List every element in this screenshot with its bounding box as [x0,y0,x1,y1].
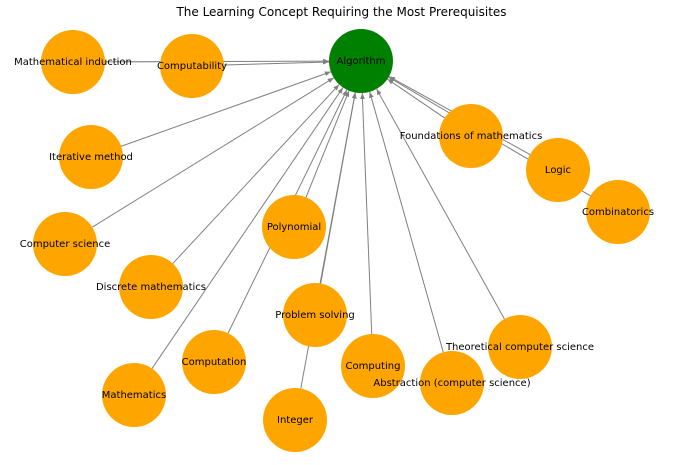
node-computing [341,334,405,398]
node-label-algorithm: Algorithm [337,56,386,67]
node-polynomial [262,195,326,259]
node-circle-theoretical-computer-science [488,315,552,379]
node-iterative-method [59,125,123,189]
edge-iterative-method-to-algorithm [120,71,332,147]
node-layer: Mathematical induction ComputabilityItera… [14,29,654,452]
node-mathematical-induction [41,30,105,94]
edge-computer-science-to-algorithm [91,77,335,228]
node-label-abstraction: Abstraction (computer science) [373,378,530,389]
node-circle-computing [341,334,405,398]
node-circle-abstraction [420,351,484,415]
node-discrete-mathematics [119,255,183,319]
node-label-computing: Computing [346,361,401,372]
node-label-iterative-method: Iterative method [49,152,133,163]
node-circle-algorithm [329,29,393,93]
node-label-logic: Logic [545,165,571,176]
node-circle-foundations-of-mathematics [439,104,503,168]
node-label-computability: Computability [157,61,227,72]
node-computation [182,330,246,394]
node-label-foundations-of-mathematics: Foundations of mathematics [400,131,543,142]
node-label-polynomial: Polynomial [267,222,321,233]
node-circle-mathematics [102,363,166,427]
node-circle-logic [526,138,590,202]
node-foundations-of-mathematics [439,104,503,168]
node-label-mathematics: Mathematics [102,390,166,401]
edge-polynomial-to-algorithm [305,90,350,198]
node-label-integer: Integer [277,415,314,426]
node-label-computation: Computation [182,357,247,368]
node-problem-solving [283,283,347,347]
node-circle-polynomial [262,195,326,259]
edge-computability-to-algorithm [223,59,330,66]
node-circle-mathematical-induction [41,30,105,94]
node-label-discrete-mathematics: Discrete mathematics [96,282,206,293]
edge-discrete-mathematics-to-algorithm [172,84,340,264]
node-integer [263,388,327,452]
node-circle-discrete-mathematics [119,255,183,319]
diagram-title: The Learning Concept Requiring the Most … [176,5,507,19]
node-computer-science [33,212,97,276]
node-label-computer-science: Computer science [20,239,111,250]
edge-computing-to-algorithm [360,92,373,335]
node-label-problem-solving: Problem solving [275,310,355,321]
node-computability [160,34,224,98]
node-circle-combinatorics [586,180,650,244]
edge-foundations-of-mathematics-to-algorithm [387,78,445,119]
node-circle-problem-solving [283,283,347,347]
node-circle-computer-science [33,212,97,276]
node-label-mathematical-induction: Mathematical induction [14,57,132,68]
node-mathematics [102,363,166,427]
edge-layer [91,58,591,389]
node-theoretical-computer-science [488,315,552,379]
node-label-combinatorics: Combinatorics [582,207,654,218]
node-circle-computability [160,34,224,98]
node-label-theoretical-computer-science: Theoretical computer science [445,342,594,353]
node-algorithm [329,29,393,93]
edge-mathematics-to-algorithm [151,87,344,369]
edge-theoretical-computer-science-to-algorithm [376,88,505,320]
node-logic [526,138,590,202]
node-circle-iterative-method [59,125,123,189]
node-abstraction [420,351,484,415]
node-circle-integer [263,388,327,452]
node-circle-computation [182,330,246,394]
node-combinatorics [586,180,650,244]
edge-abstraction-to-algorithm [369,91,444,353]
